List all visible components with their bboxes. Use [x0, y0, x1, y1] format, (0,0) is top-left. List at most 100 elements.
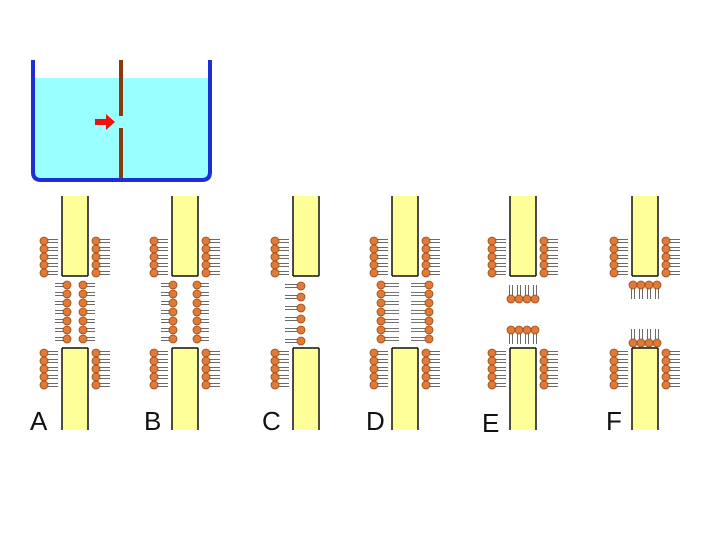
lipid-head	[39, 260, 49, 270]
lipid-head	[506, 325, 516, 335]
panel-label-c: C	[262, 406, 281, 436]
lipid	[192, 298, 209, 308]
panel-d	[369, 196, 440, 430]
lipid	[661, 260, 680, 270]
lipid-head	[644, 280, 654, 290]
lipid-head	[661, 380, 671, 390]
lipid-head	[168, 325, 178, 335]
lipid-head	[522, 294, 532, 304]
lipid	[421, 252, 440, 262]
support-pillar	[171, 347, 199, 430]
lipid-head	[149, 252, 159, 262]
lipid-head	[424, 325, 434, 335]
lipid-head	[661, 236, 671, 246]
lipid-head	[149, 348, 159, 358]
lipid	[149, 252, 168, 262]
lipid-head	[487, 380, 497, 390]
lipid-head	[376, 307, 386, 317]
lipid	[91, 380, 110, 390]
lipid	[411, 289, 434, 299]
lipid	[661, 252, 680, 262]
lipid	[522, 325, 532, 344]
pillar-fill	[62, 196, 88, 276]
lipid	[192, 307, 209, 317]
lipid	[644, 329, 654, 348]
lipid	[78, 325, 95, 335]
lipid	[661, 244, 680, 254]
lipid-head	[270, 372, 280, 382]
lipid	[609, 380, 628, 390]
lipid	[661, 372, 680, 382]
pillar-fill	[510, 196, 536, 276]
lipid	[55, 316, 72, 326]
lipid	[487, 380, 506, 390]
lipid	[149, 356, 168, 366]
lipid-head	[539, 244, 549, 254]
lipid	[539, 364, 558, 374]
lipid-head	[62, 298, 72, 308]
lipid-head	[609, 356, 619, 366]
lipid-head	[369, 236, 379, 246]
lipid	[201, 364, 220, 374]
lipid-head	[376, 316, 386, 326]
lipid	[421, 260, 440, 270]
lipid	[78, 298, 95, 308]
lipid-head	[91, 364, 101, 374]
lipid-head	[376, 325, 386, 335]
lipid-head	[609, 244, 619, 254]
lipid	[201, 252, 220, 262]
lipid-head	[201, 348, 211, 358]
lipid	[201, 244, 220, 254]
lipid	[609, 268, 628, 278]
lipid	[487, 244, 506, 254]
lipid-head	[149, 380, 159, 390]
lipid-head	[168, 280, 178, 290]
lipid-head	[296, 325, 306, 335]
lipid	[539, 372, 558, 382]
lipid-head	[539, 364, 549, 374]
lipid-head	[78, 280, 88, 290]
lipid-head	[91, 380, 101, 390]
lipid	[609, 372, 628, 382]
pillar-fill	[172, 196, 198, 276]
lipid-head	[201, 260, 211, 270]
lipid-head	[91, 244, 101, 254]
lipid-head	[609, 252, 619, 262]
lipid	[514, 325, 524, 344]
lipid	[39, 348, 58, 358]
lipid	[78, 316, 95, 326]
lipid	[369, 348, 388, 358]
support-pillar	[292, 196, 320, 277]
lipid	[192, 316, 209, 326]
lipid	[201, 260, 220, 270]
lipid-head	[661, 372, 671, 382]
lipid-head	[192, 316, 202, 326]
lipid	[149, 380, 168, 390]
lipid	[39, 236, 58, 246]
lipid-head	[636, 338, 646, 348]
lipid	[91, 268, 110, 278]
lipid-head	[270, 356, 280, 366]
support-pillar	[61, 196, 89, 277]
lipid	[661, 236, 680, 246]
lipid	[55, 325, 72, 335]
lipid	[376, 280, 399, 290]
lipid-head	[487, 372, 497, 382]
lipid-head	[609, 380, 619, 390]
lipid-head	[369, 380, 379, 390]
lipid	[609, 364, 628, 374]
lipid-head	[636, 280, 646, 290]
lipid-head	[424, 298, 434, 308]
lipid-head	[376, 280, 386, 290]
lipid	[39, 380, 58, 390]
lipid-head	[661, 348, 671, 358]
lipid	[421, 236, 440, 246]
lipid-head	[421, 364, 431, 374]
lipid-head	[296, 292, 306, 302]
support-pillar	[391, 196, 419, 277]
lipid-head	[201, 364, 211, 374]
lipid-head	[369, 356, 379, 366]
lipid	[270, 356, 289, 366]
lipid-head	[91, 348, 101, 358]
lipid-head	[91, 356, 101, 366]
